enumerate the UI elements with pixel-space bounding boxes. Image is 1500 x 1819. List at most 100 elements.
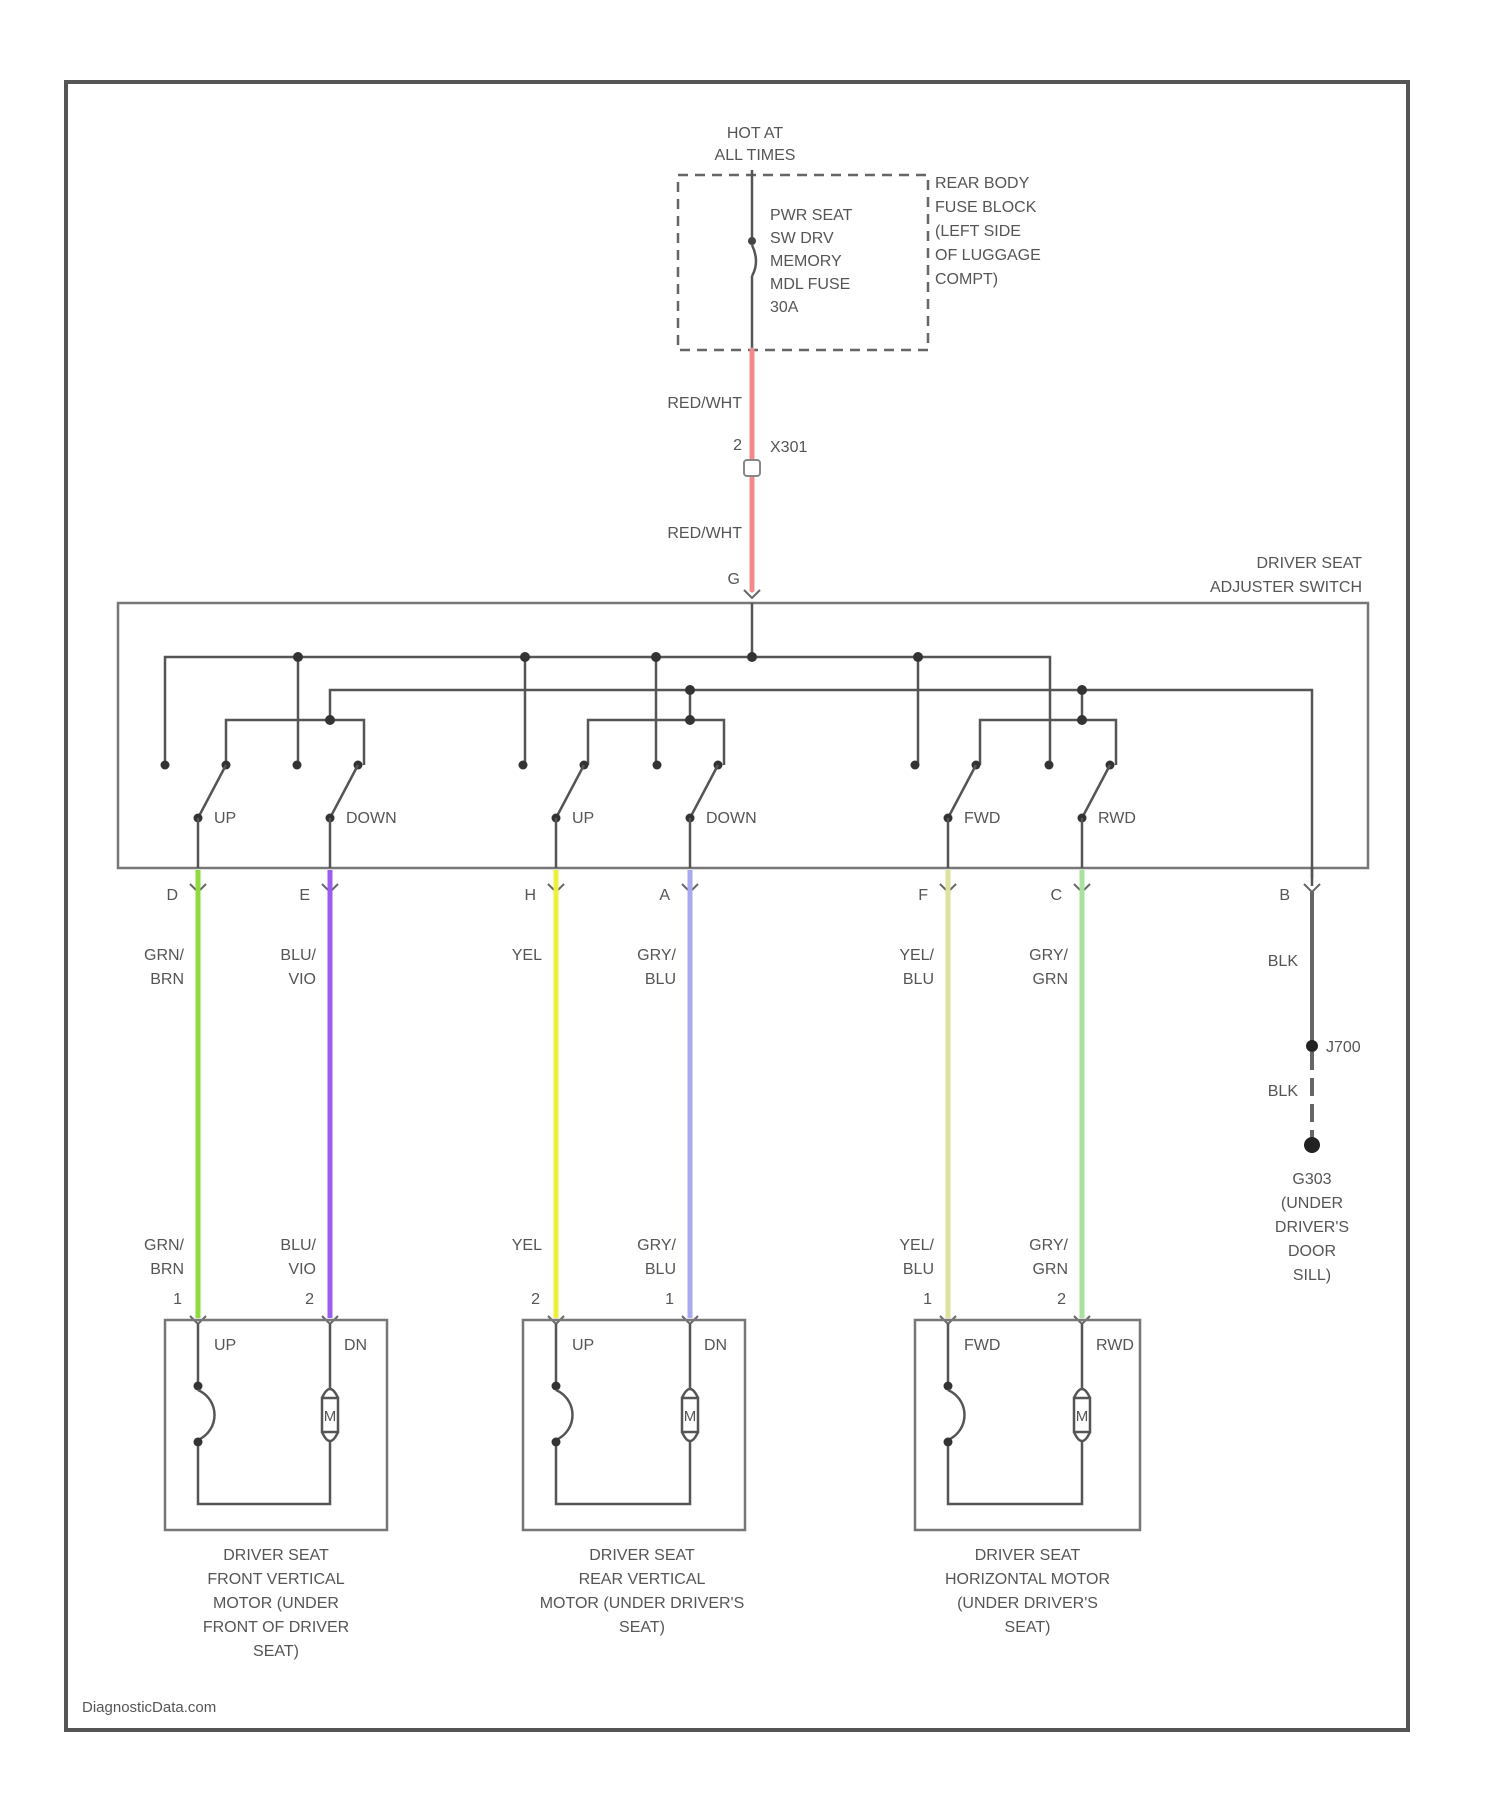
wire-color-label-lower: YEL — [512, 1237, 542, 1254]
diagram-border — [66, 82, 1408, 1730]
wire-color-label-lower: YEL/ — [899, 1237, 934, 1254]
switch-housing — [118, 603, 1368, 868]
motor-right-label: RWD — [1096, 1337, 1134, 1354]
wire-color-label-upper: GRN — [1032, 971, 1068, 988]
wire-color-label-upper: BLU — [645, 971, 676, 988]
ground-splice-dot — [1306, 1040, 1318, 1052]
motor-caption-line: HORIZONTAL MOTOR — [945, 1571, 1110, 1588]
motor-caption-line: (UNDER DRIVER'S — [957, 1595, 1098, 1612]
motor-pin: 1 — [923, 1291, 932, 1308]
feed-wire: RED/WHT 2 X301 RED/WHT G — [667, 350, 807, 598]
contact-label: UP — [572, 810, 594, 827]
motor-brush-top — [682, 1389, 698, 1398]
contact-fixed-dot — [911, 761, 920, 770]
motor-left-dot — [944, 1382, 953, 1391]
motor-caption-line: REAR VERTICAL — [579, 1571, 706, 1588]
motor-pin: 2 — [531, 1291, 540, 1308]
motor-right-label: DN — [344, 1337, 367, 1354]
contact-label: RWD — [1098, 810, 1136, 827]
wire-color-label-lower: VIO — [288, 1261, 316, 1278]
fuse-symbol — [752, 245, 756, 276]
wire-color-label-upper: GRY/ — [637, 947, 676, 964]
contact-label: DOWN — [346, 810, 397, 827]
wire-color-label-lower: GRN — [1032, 1261, 1068, 1278]
motor-left-label: UP — [572, 1337, 594, 1354]
wire-color-label-lower: BLU — [645, 1261, 676, 1278]
seat-motor-2: MUPDNDRIVER SEATREAR VERTICALMOTOR (UNDE… — [523, 1320, 745, 1636]
ground-label-line-1: G303 — [1292, 1171, 1331, 1188]
wire-color-label-upper: YEL/ — [899, 947, 934, 964]
motor-pin: 2 — [305, 1291, 314, 1308]
switch-ground-pin: B — [1279, 887, 1290, 904]
motor-breaker-symbol — [948, 1390, 965, 1440]
wire-color-label-upper: YEL — [512, 947, 542, 964]
wire-color-label-lower: GRY/ — [637, 1237, 676, 1254]
fuse-label-line-5: 30A — [770, 299, 799, 316]
motor-caption-line: DRIVER SEAT — [223, 1547, 329, 1564]
contact-label: DOWN — [706, 810, 757, 827]
fuse-block-label-line-3: (LEFT SIDE — [935, 223, 1021, 240]
fuse-label-line-2: SW DRV — [770, 230, 834, 247]
fuse-block-label-line-2: FUSE BLOCK — [935, 199, 1037, 216]
motor-caption-line: MOTOR (UNDER — [213, 1595, 339, 1612]
motor-caption-line: SEAT) — [253, 1643, 299, 1660]
motor-pin: 1 — [665, 1291, 674, 1308]
switch-label-line-1: DRIVER SEAT — [1257, 555, 1363, 572]
switch-contact-5: FWDF — [911, 761, 1001, 905]
contact-pin: C — [1050, 887, 1062, 904]
contact-pin: A — [659, 887, 670, 904]
contact-fixed-dot — [161, 761, 170, 770]
fuse-label-line-1: PWR SEAT — [770, 207, 853, 224]
motor-caption-line: DRIVER SEAT — [975, 1547, 1081, 1564]
watermark: DiagnosticData.com — [82, 1699, 216, 1716]
motor-brush-top — [1074, 1389, 1090, 1398]
feed-wire-label-lower: RED/WHT — [667, 525, 742, 542]
motor-symbol-label: M — [324, 1408, 337, 1425]
ground-wire-label-upper: BLK — [1268, 953, 1299, 970]
motor-symbol-label: M — [684, 1408, 697, 1425]
contact-label: UP — [214, 810, 236, 827]
motor-brush-bottom — [1074, 1432, 1090, 1441]
motor-caption-line: SEAT) — [619, 1619, 665, 1636]
motor-wires: GRN/BRNGRN/BRN1BLU/VIOBLU/VIO2YELYEL2GRY… — [144, 870, 1090, 1324]
ground-label-line-4: DOOR — [1288, 1243, 1336, 1260]
motor-return-line — [556, 1442, 690, 1504]
motor-left-dot — [944, 1438, 953, 1447]
wire-color-label-upper: GRN/ — [144, 947, 185, 964]
motor-wire-4: GRY/BLU GRY/BLU 1 — [637, 870, 698, 1324]
motor-caption-line: FRONT OF DRIVER — [203, 1619, 349, 1636]
contact-pin: F — [918, 887, 928, 904]
motor-wire-1: GRN/BRNGRN/BRN1 — [144, 870, 206, 1324]
motor-breaker-symbol — [198, 1390, 215, 1440]
ground-label-line-3: DRIVER'S — [1275, 1219, 1349, 1236]
motor-brush-top — [322, 1389, 338, 1398]
fuse-block-label-line-4: OF LUGGAGE — [935, 247, 1041, 264]
switch-bus-lines — [165, 603, 1312, 878]
motor-left-dot — [194, 1438, 203, 1447]
motor-caption-line: DRIVER SEAT — [589, 1547, 695, 1564]
wire-color-label-upper: VIO — [288, 971, 316, 988]
ground-splice-label: J700 — [1326, 1039, 1361, 1056]
ground-label-line-2: (UNDER — [1281, 1195, 1343, 1212]
fuse-block-label-line-1: REAR BODY — [935, 175, 1030, 192]
ground-circuit: BLK J700 BLK G303 (UNDER DRIVER'S DOOR S… — [1268, 892, 1361, 1284]
motor-return-line — [948, 1442, 1082, 1504]
feed-wire-label-upper: RED/WHT — [667, 395, 742, 412]
fuse-label-line-4: MDL FUSE — [770, 276, 850, 293]
power-source: HOT AT ALL TIMES PWR SEAT SW DRV MEMORY … — [678, 125, 1041, 350]
ground-wire-label-lower: BLK — [1268, 1083, 1299, 1100]
contact-fixed-dot — [293, 761, 302, 770]
hot-label-line-1: HOT AT — [727, 125, 784, 142]
fuse-label-line-3: MEMORY — [770, 253, 842, 270]
hot-label-line-2: ALL TIMES — [715, 147, 796, 164]
motor-pin: 1 — [173, 1291, 182, 1308]
wire-color-label-upper: GRY/ — [1029, 947, 1068, 964]
switch-feed-pin: G — [728, 571, 740, 588]
